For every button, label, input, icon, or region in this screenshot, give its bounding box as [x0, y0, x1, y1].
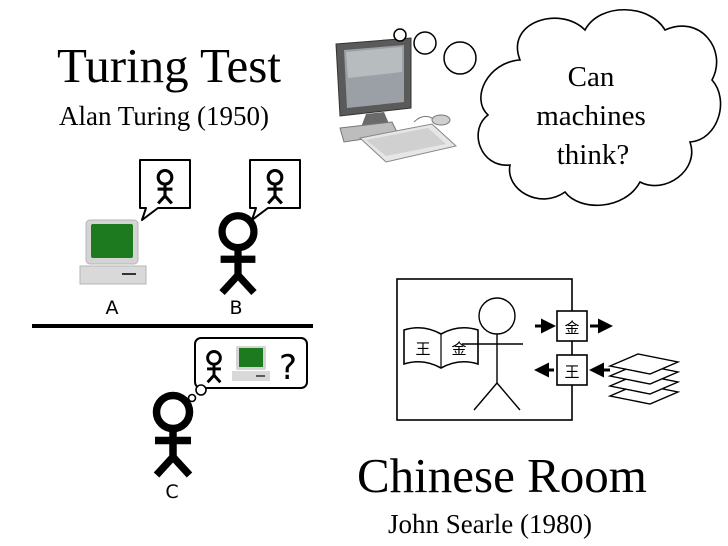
person-b-icon [221, 216, 256, 293]
paper-stack-icon [607, 353, 681, 405]
chinese-room-title: Chinese Room [357, 448, 647, 503]
label-a: A [106, 297, 119, 319]
interrogator-thought-bubble-icon [187, 337, 308, 403]
speech-bubble-a-icon [139, 159, 191, 221]
room-person-icon [462, 297, 523, 411]
thought-text-line-2: machines [536, 100, 646, 132]
thought-text-line-1: Can [568, 61, 615, 93]
input-slot-box [556, 354, 588, 386]
thought-bubble-icon [393, 9, 722, 207]
person-c-icon [155, 396, 191, 476]
speech-bubble-b-icon [249, 159, 301, 221]
turing-test-subtitle: Alan Turing (1950) [59, 101, 270, 131]
label-c: C [165, 481, 178, 503]
arrows [534, 318, 613, 378]
turing-test-title: Turing Test [57, 38, 281, 93]
output-slot-box [556, 310, 588, 342]
book-char-left: 王 [415, 340, 430, 358]
label-b: B [229, 297, 242, 319]
output-slot-char: 金 [564, 319, 579, 337]
input-slot-char: 王 [564, 363, 579, 381]
book-char-right: 金 [451, 340, 466, 358]
book-icon [403, 326, 479, 369]
desktop-computer-icon [335, 37, 458, 163]
computer-a-icon [79, 219, 147, 285]
chinese-room-subtitle: John Searle (1980) [388, 509, 592, 539]
thought-text-line-3: think? [557, 139, 630, 171]
question-mark: ? [279, 348, 297, 388]
